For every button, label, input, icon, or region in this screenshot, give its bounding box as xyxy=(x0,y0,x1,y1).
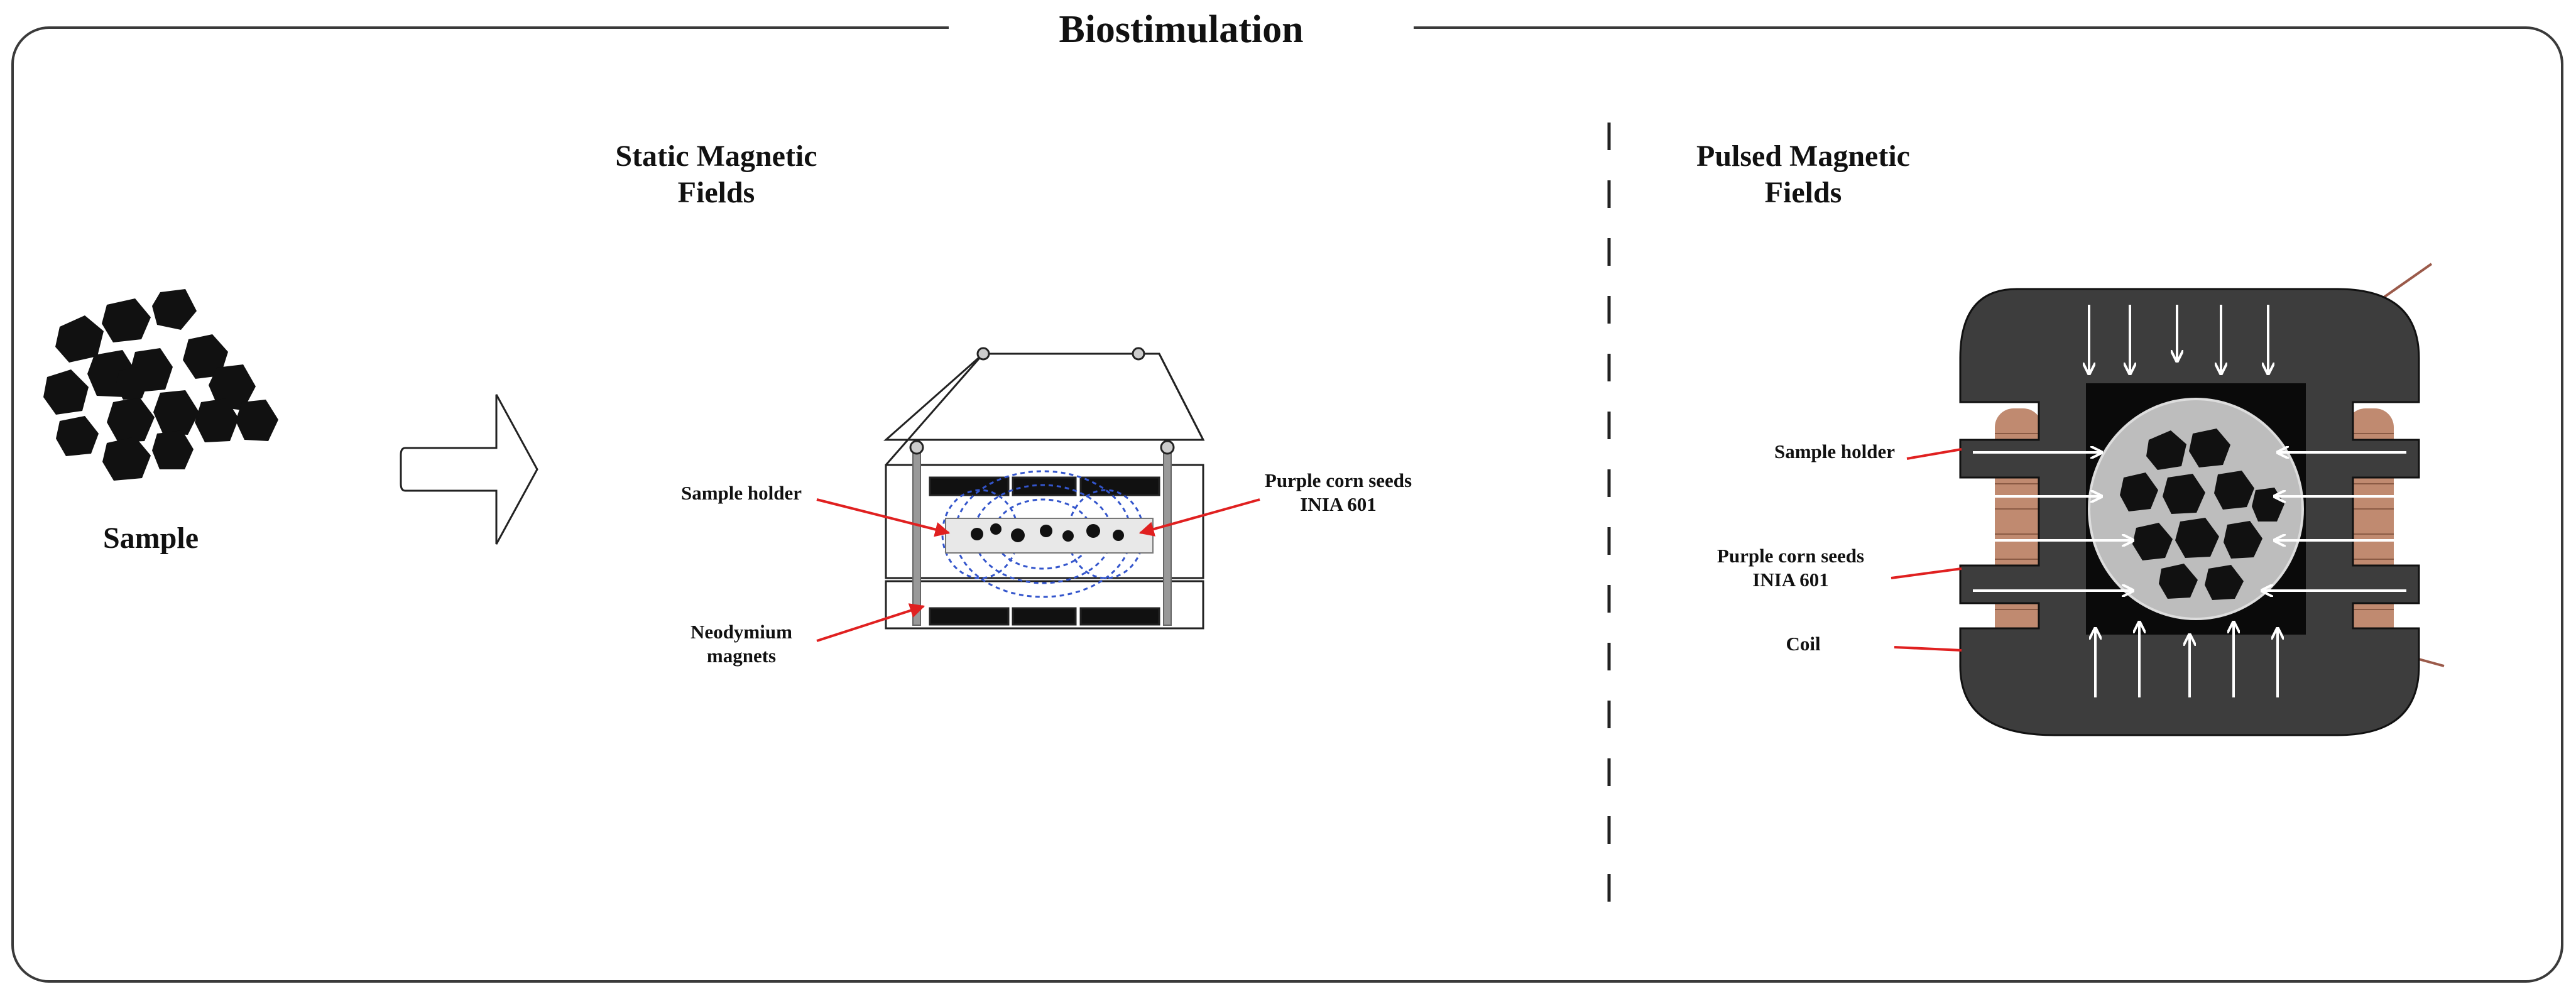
pulsed-sample-holder-label: Sample holder xyxy=(1774,440,1896,462)
static-pointers xyxy=(816,498,1260,642)
pulsed-pointers xyxy=(1891,448,1962,652)
pulsed-purple-corn-line2: INIA 601 xyxy=(1752,569,1829,591)
static-field-device xyxy=(883,347,1205,630)
static-sample-holder-label: Sample holder xyxy=(680,482,802,504)
sample-label: Sample xyxy=(102,522,199,555)
static-title-line1: Static Magnetic xyxy=(615,139,817,173)
pulsed-title-line1: Pulsed Magnetic xyxy=(1696,139,1910,173)
pulsed-title-line2: Fields xyxy=(1764,176,1842,209)
diagram-title: Biostimulation xyxy=(949,1,1414,58)
static-magnets-line2: magnets xyxy=(706,645,777,667)
static-purple-corn-line2: INIA 601 xyxy=(1300,493,1377,515)
static-title-line2: Fields xyxy=(677,176,755,209)
sample-seeds xyxy=(43,289,278,481)
pulsed-purple-corn-line1: Purple corn seeds xyxy=(1716,545,1865,567)
static-purple-corn-line1: Purple corn seeds xyxy=(1264,469,1412,491)
pulsed-field-device xyxy=(1959,263,2445,736)
static-magnets-line1: Neodymium xyxy=(690,621,792,643)
coil-label: Coil xyxy=(1786,633,1821,655)
hollow-arrow xyxy=(400,394,538,545)
